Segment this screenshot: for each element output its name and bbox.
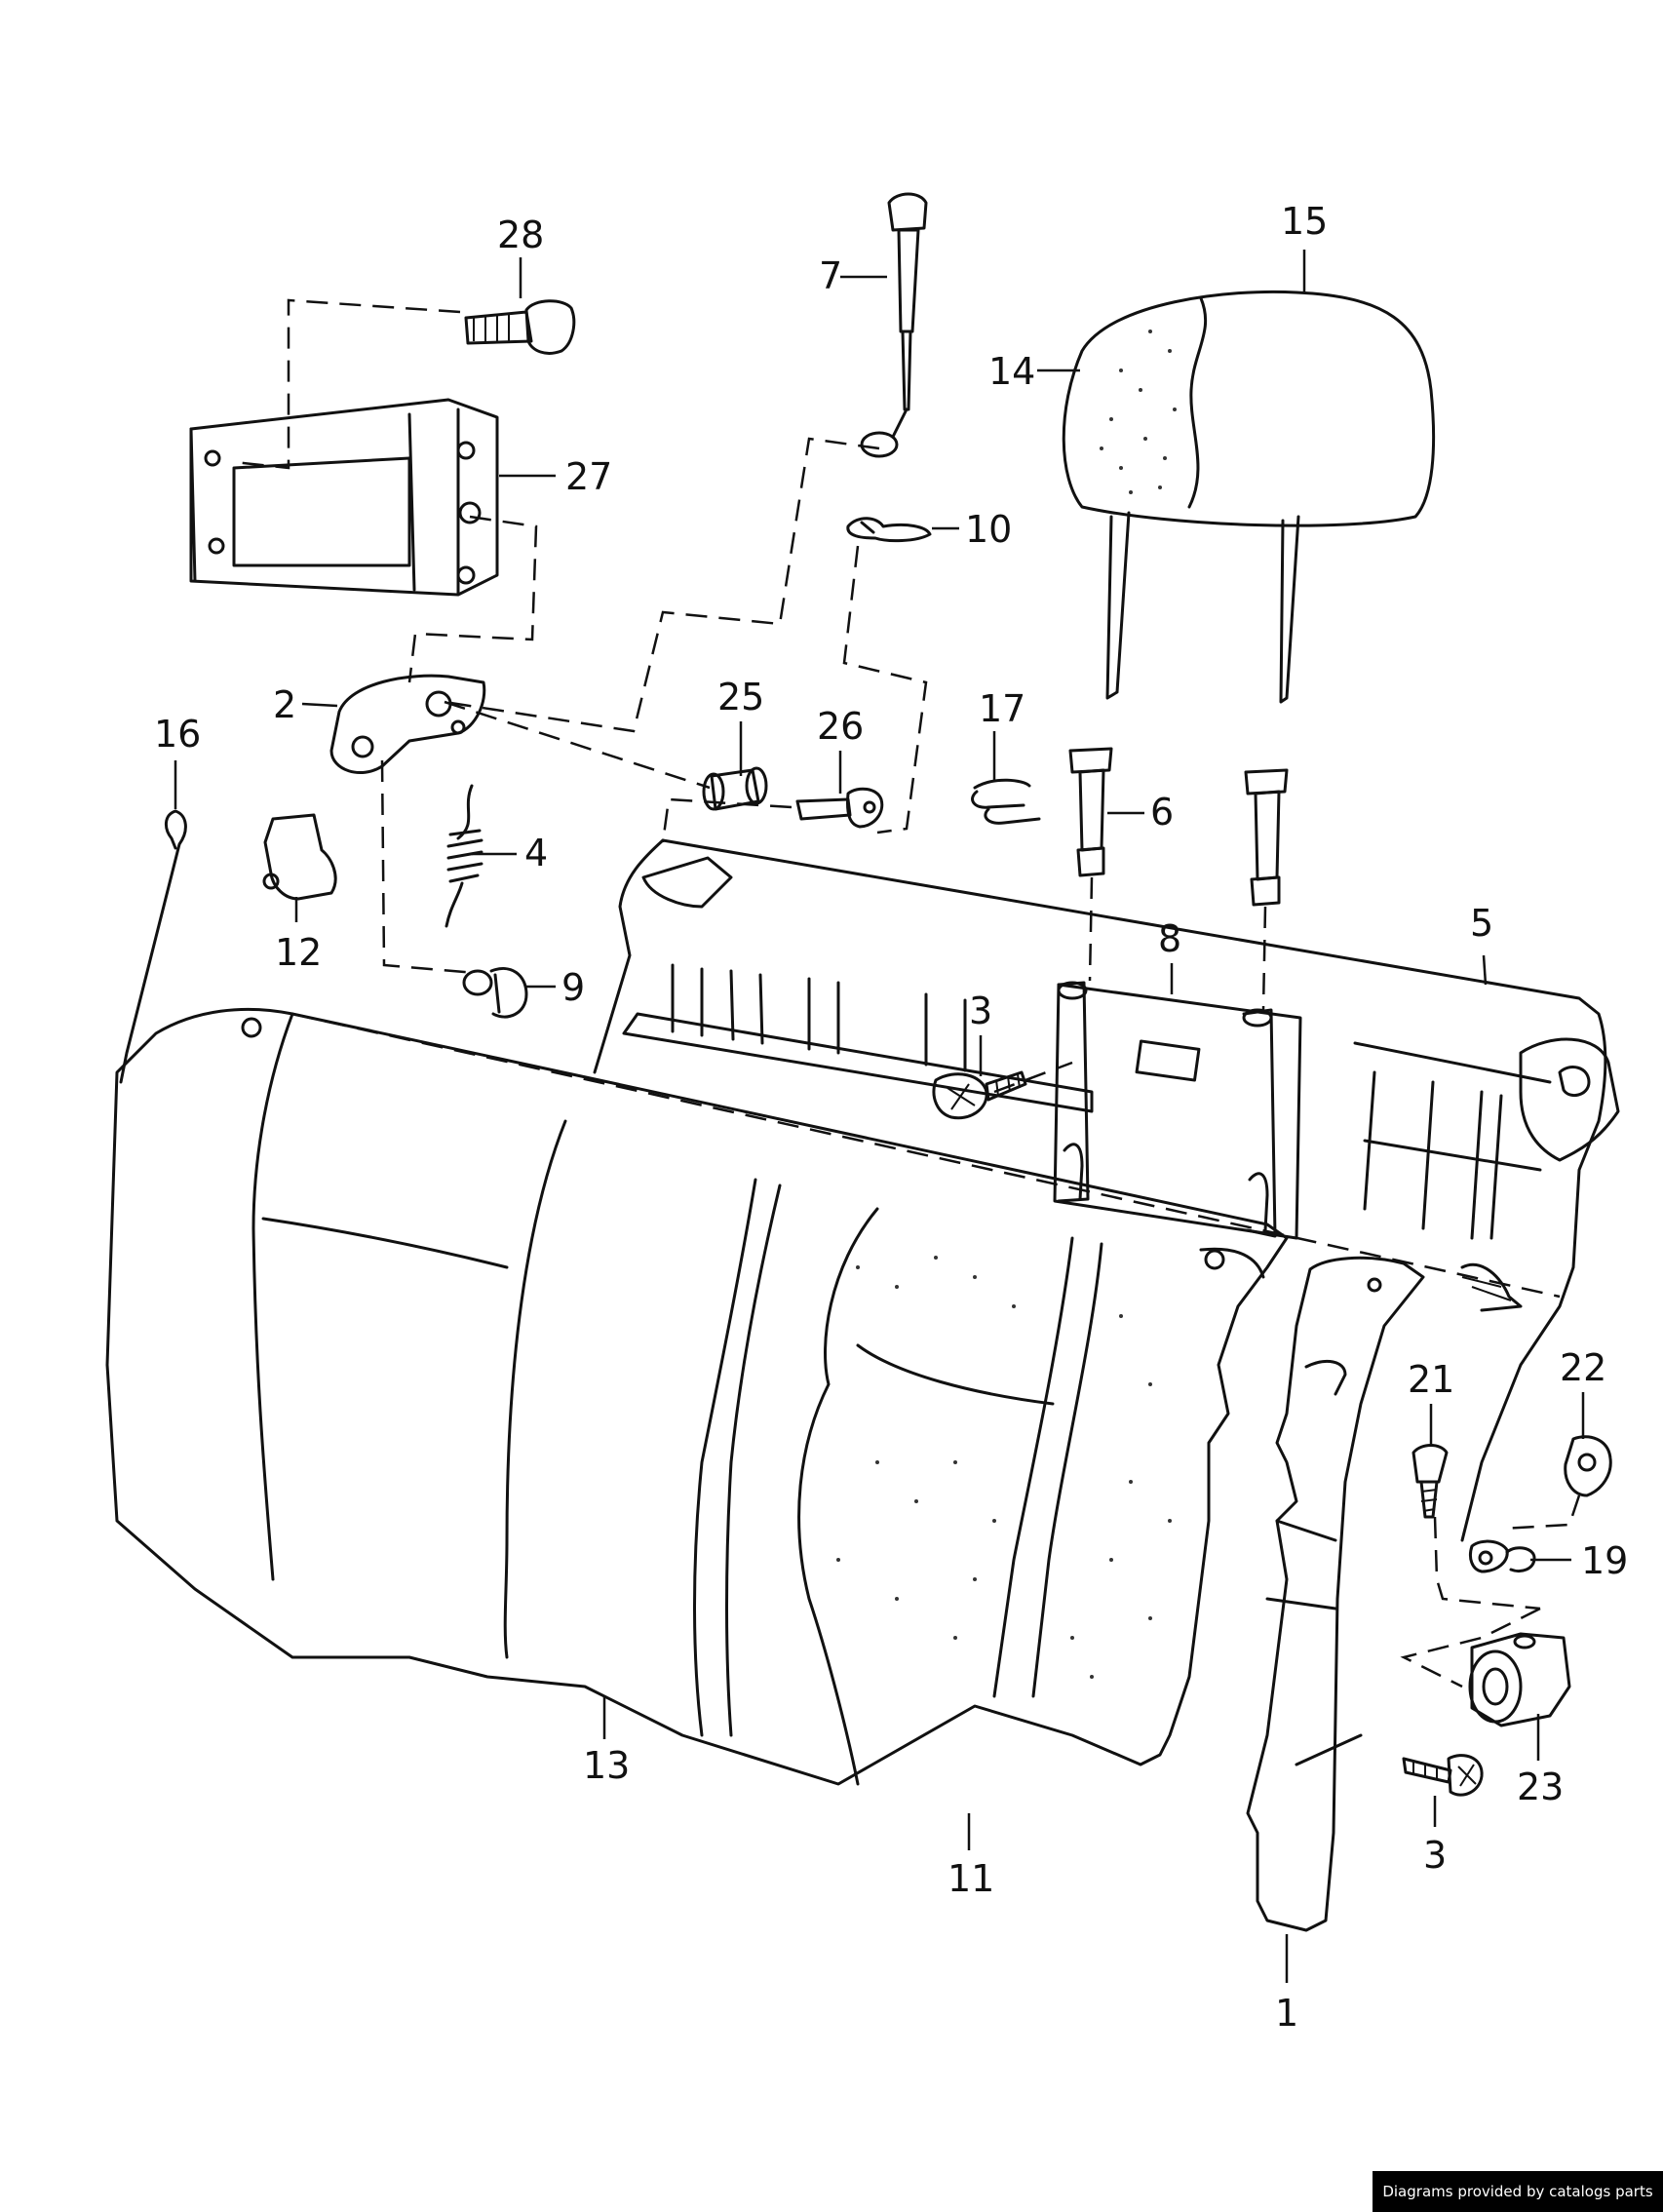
- part-3-screw-upper: [932, 1070, 1027, 1120]
- part-23-hinge-block: [1468, 1632, 1571, 1727]
- callout-5: 5: [1470, 902, 1493, 945]
- callout-22: 22: [1560, 1346, 1606, 1389]
- callout-12: 12: [275, 931, 322, 974]
- part-26-pin: [795, 787, 884, 829]
- part-3-screw-lower: [1402, 1754, 1484, 1797]
- part-5-seat-frame: [593, 838, 1620, 1542]
- part-6-guide-sleeve-right: [1244, 768, 1289, 907]
- part-14-15-headrest: [1062, 290, 1436, 704]
- part-19-screw: [1468, 1539, 1536, 1573]
- callout-labels: 28 27 7 15 14 10 2 25 26 17 16 6 4 12 8 …: [154, 200, 1628, 2035]
- callout-9: 9: [561, 966, 585, 1009]
- callout-11: 11: [948, 1857, 994, 1900]
- callout-28: 28: [497, 213, 544, 256]
- callout-13: 13: [583, 1744, 630, 1787]
- part-9-cap: [462, 967, 528, 1019]
- part-7-gas-spring: [860, 192, 928, 458]
- part-13-seat-cushion: [105, 1007, 1289, 1786]
- part-1-side-panel: [1246, 1256, 1425, 1932]
- callout-8: 8: [1158, 917, 1181, 960]
- callout-21: 21: [1408, 1358, 1454, 1401]
- headrest-texture: [1100, 330, 1177, 494]
- callout-4: 4: [524, 832, 548, 874]
- leader-lines: [174, 250, 1585, 1983]
- callout-7: 7: [819, 254, 842, 297]
- callout-1: 1: [1275, 1992, 1298, 2035]
- callout-19: 19: [1581, 1539, 1628, 1582]
- callout-16: 16: [154, 713, 201, 756]
- part-10-clip: [846, 517, 932, 543]
- callout-17: 17: [979, 687, 1025, 730]
- callout-3-lower: 3: [1423, 1834, 1447, 1877]
- callout-15: 15: [1281, 200, 1328, 243]
- callout-25: 25: [717, 676, 764, 718]
- part-25-bushing: [702, 766, 768, 811]
- callout-14: 14: [988, 350, 1035, 393]
- part-6-guide-sleeve-left: [1068, 747, 1113, 877]
- callout-10: 10: [965, 508, 1012, 551]
- callout-26: 26: [817, 705, 864, 748]
- part-4-spring: [445, 784, 483, 928]
- part-27-bracket: [189, 398, 499, 597]
- credit-text: Diagrams provided by catalogs parts: [1382, 2183, 1653, 2200]
- part-16-rod: [119, 809, 187, 1084]
- part-12-clamp: [262, 813, 337, 901]
- cushion-texture: [836, 1256, 1172, 1679]
- callout-23: 23: [1517, 1766, 1564, 1808]
- part-2-hinge-plate: [329, 674, 486, 775]
- part-28-bolt: [464, 299, 576, 355]
- credit-footer: Diagrams provided by catalogs parts: [1373, 2171, 1663, 2212]
- part-22-nut-plate: [1564, 1435, 1612, 1497]
- part-17-spring-clip: [971, 778, 1041, 825]
- callout-27: 27: [565, 455, 612, 498]
- assembly-lines: [233, 298, 1581, 1688]
- part-21-bolt: [1412, 1444, 1449, 1519]
- callout-3-upper: 3: [969, 990, 992, 1032]
- callout-2: 2: [273, 683, 296, 726]
- callout-6: 6: [1150, 791, 1174, 834]
